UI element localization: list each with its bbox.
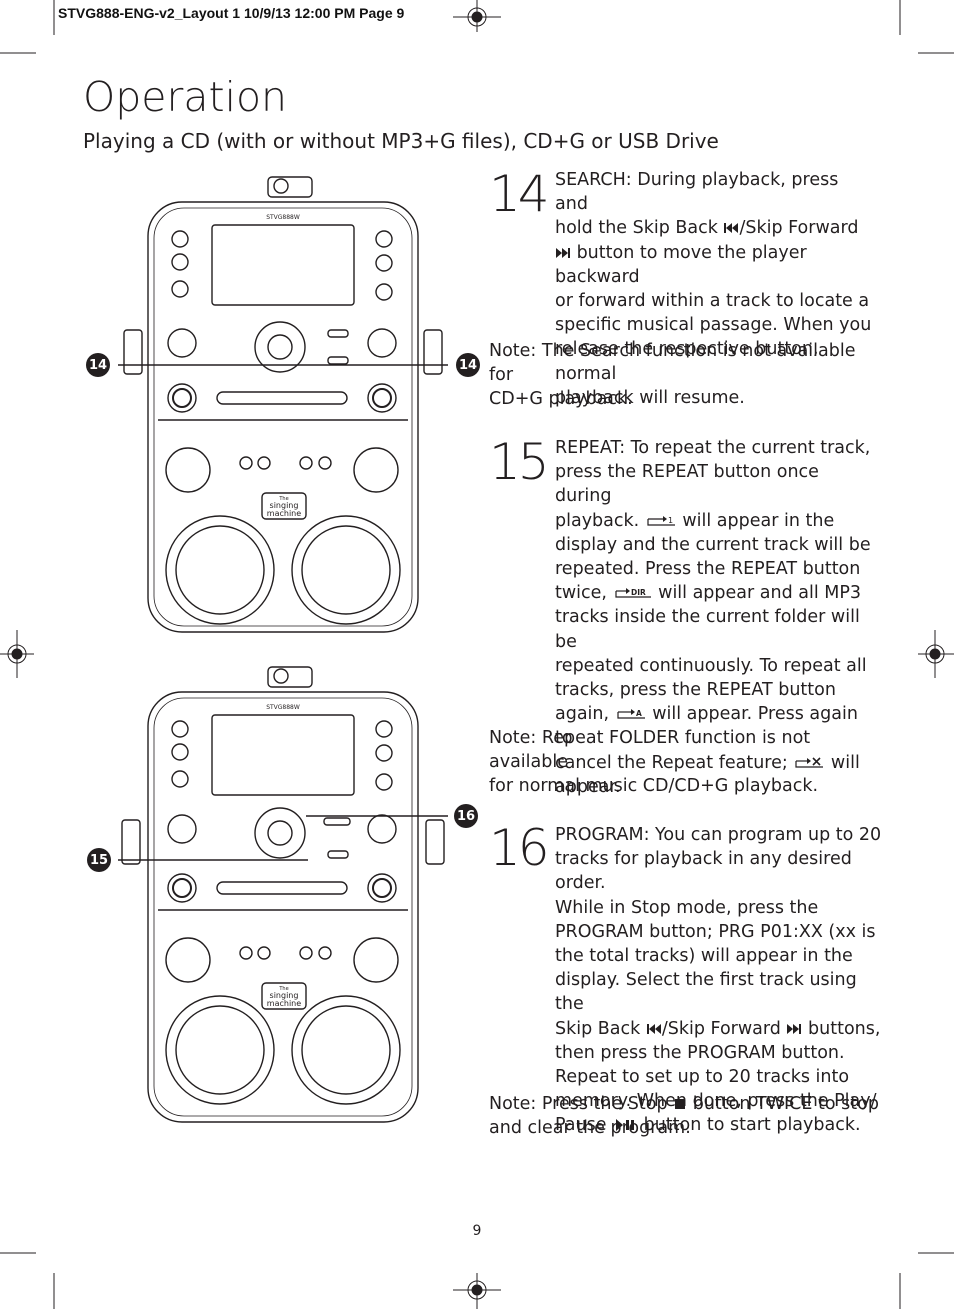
registration-mark-right	[918, 630, 954, 678]
svg-text:A: A	[636, 709, 642, 718]
registration-mark-left	[0, 630, 34, 678]
page-number: 9	[472, 1223, 482, 1239]
brand-line3-bottom: machine	[267, 999, 301, 1008]
page-title: Operation	[83, 73, 288, 121]
print-slug: STVG888-ENG-v2_Layout 1 10/9/13 12:00 PM…	[58, 5, 405, 21]
stop-icon	[675, 1099, 686, 1109]
page-subtitle: Playing a CD (with or without MP3+G file…	[83, 129, 719, 153]
play-pause-icon	[616, 1119, 635, 1132]
step-15-note: Note: Repeat FOLDER function is not avai…	[489, 728, 819, 797]
brand-line3-top: machine	[267, 509, 301, 518]
step-16-text: PROGRAM: You can program up to 20 tracks…	[555, 825, 882, 1136]
step-15-label: REPEAT	[555, 438, 620, 458]
step-15-number: 15	[489, 433, 550, 491]
skip-back-icon	[646, 1023, 661, 1034]
model-label-bottom: STVG888W	[266, 704, 300, 711]
registration-mark-top	[453, 0, 501, 32]
step-14-number: 14	[489, 165, 550, 223]
repeat-off-icon	[795, 757, 824, 768]
svg-text:1: 1	[668, 516, 673, 525]
callout-14-left: 14	[86, 353, 110, 377]
repeat-dir-icon: DIR	[614, 588, 651, 598]
step-15-text: REPEAT: To repeat the current track, pre…	[555, 438, 871, 797]
karaoke-device-illustration-bottom: STVG888W The singing machine	[118, 666, 448, 1123]
brand-line1-top: The	[278, 496, 288, 502]
callout-16: 16	[454, 804, 478, 828]
brand-line2-bottom: singing	[270, 991, 299, 1000]
step-16-number: 16	[489, 819, 550, 877]
step-14-note: Note: The Search function is not availab…	[489, 341, 856, 410]
brand-line2-top: singing	[270, 501, 299, 510]
repeat-all-icon: A	[617, 709, 645, 719]
step-14-text: SEARCH: During playback, press and hold …	[555, 170, 872, 408]
model-label-top: STVG888W	[266, 214, 300, 221]
callout-14-right: 14	[456, 353, 480, 377]
brand-line1-bottom: The	[278, 986, 288, 992]
skip-back-icon	[724, 223, 739, 234]
step-14-label: SEARCH:	[555, 170, 632, 190]
program-display-text: PRG P01:XX	[718, 921, 823, 942]
skip-forward-icon	[787, 1023, 802, 1034]
step-16-label: PROGRAM	[555, 825, 644, 845]
registration-mark-bottom	[453, 1273, 501, 1309]
skip-forward-icon	[556, 247, 570, 258]
karaoke-device-illustration-top: STVG888W The singing machine	[118, 176, 448, 633]
repeat-one-icon: 1	[647, 515, 675, 526]
step-16-note: Note: Press the Stop button TWICE to sto…	[489, 1094, 879, 1139]
svg-text:DIR: DIR	[631, 588, 646, 597]
callout-15: 15	[87, 848, 111, 872]
